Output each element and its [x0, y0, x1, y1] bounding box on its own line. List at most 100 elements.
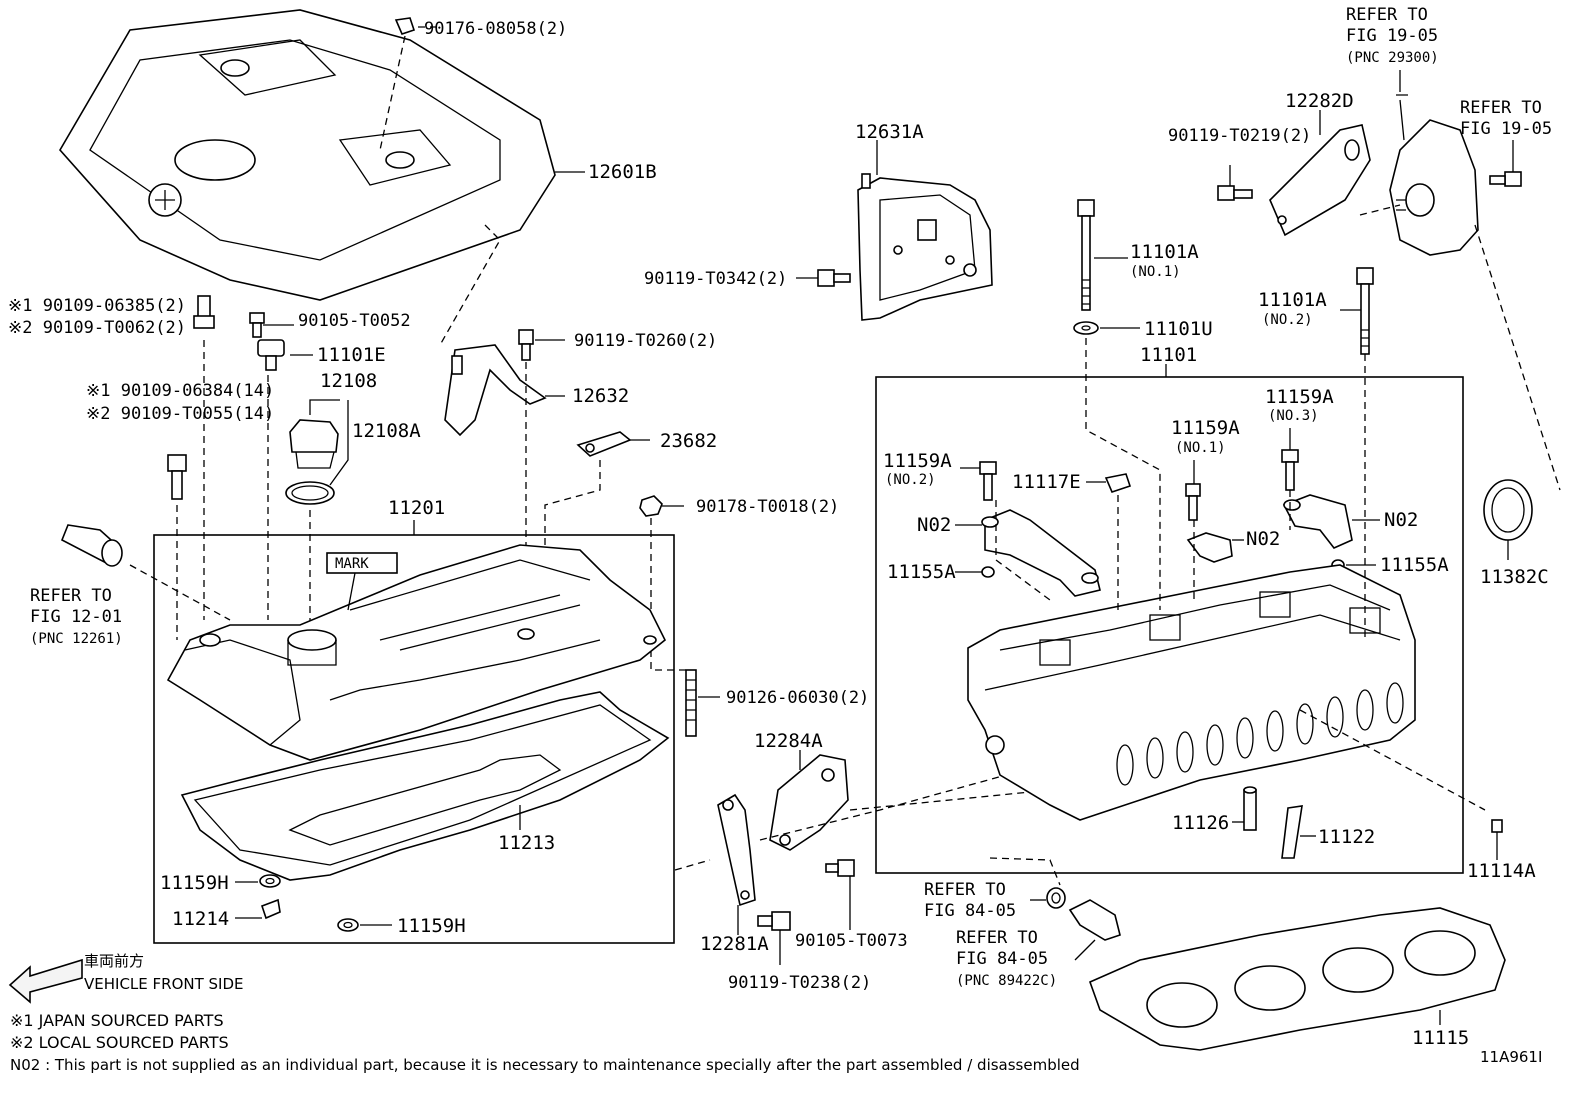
bolt-90119-t0260[interactable]	[518, 329, 534, 361]
label-90105-t0052: 90105-T0052	[298, 311, 411, 331]
label-11159a-no2-note: (NO.2)	[885, 472, 936, 488]
label-12281a: 12281A	[700, 933, 769, 955]
gasket-ring-84-05[interactable]	[1046, 887, 1066, 909]
mark-label-box	[326, 552, 398, 574]
label-11159h-b: 11159H	[397, 915, 466, 937]
head-bolt-11101a-no1[interactable]	[1077, 199, 1095, 311]
label-12284a: 12284A	[754, 730, 823, 752]
refer-to-4: REFER TO	[924, 880, 1006, 900]
label-11101e: 11101E	[317, 344, 386, 366]
label-n02-c: N02	[1384, 509, 1418, 531]
refer-pnc-29300: (PNC 29300)	[1346, 50, 1439, 66]
bolt-90109-06385[interactable]	[193, 295, 215, 329]
bracket-12282d[interactable]	[1269, 124, 1371, 237]
label-11101a-no1-note: (NO.1)	[1130, 264, 1181, 280]
label-90176-08058: 90176-08058(2)	[424, 19, 567, 39]
bracket-12631a[interactable]	[857, 173, 993, 321]
label-12282d: 12282D	[1285, 90, 1354, 112]
label-11214: 11214	[172, 908, 229, 930]
grommet-11214[interactable]	[260, 898, 281, 920]
bracket-12281a[interactable]	[717, 793, 756, 907]
label-11159a-no3-note: (NO.3)	[1268, 408, 1319, 424]
head-gasket-11115[interactable]	[1088, 907, 1506, 1051]
bolt-90119-t0219[interactable]	[1217, 185, 1253, 201]
legend-note-n02: N02 : This part is not supplied as an in…	[10, 1056, 1080, 1074]
sensor-89422c[interactable]	[1068, 899, 1121, 941]
refer-fig-84-05-a: FIG 84-05	[924, 901, 1016, 921]
label-90109-t0062: ※2 90109-T0062(2)	[8, 318, 186, 338]
label-n02-a: N02	[917, 514, 951, 536]
label-90119-t0219: 90119-T0219(2)	[1168, 126, 1311, 146]
label-90119-t0238: 90119-T0238(2)	[728, 973, 871, 993]
oil-seal-11382c[interactable]	[1483, 479, 1533, 541]
label-90109-06385: ※1 90109-06385(2)	[8, 296, 186, 316]
figure-id: 11A961I	[1480, 1048, 1542, 1066]
pipe-11126[interactable]	[1243, 786, 1257, 831]
label-11101a-no1: 11101A	[1130, 241, 1199, 263]
sensor-11101e[interactable]	[257, 339, 285, 371]
plate-23682[interactable]	[576, 431, 632, 457]
label-11213: 11213	[498, 832, 555, 854]
label-12601b: 12601B	[588, 161, 657, 183]
label-90119-t0342: 90119-T0342(2)	[644, 269, 787, 289]
label-11159a-no2: 11159A	[883, 450, 952, 472]
legend-note-japan: ※1 JAPAN SOURCED PARTS	[10, 1011, 224, 1030]
refer-fig-19-05-b: FIG 19-05	[1460, 119, 1552, 139]
refer-fig-84-05-b: FIG 84-05	[956, 949, 1048, 969]
cam-cap-n02-a[interactable]	[981, 509, 1101, 597]
cam-cap-n02-b[interactable]	[1186, 532, 1233, 563]
refer-to-5: REFER TO	[956, 928, 1038, 948]
bolt-11159a-no1[interactable]	[1185, 483, 1201, 521]
bolt-90105-t0073[interactable]	[825, 859, 855, 877]
legend-note-local: ※2 LOCAL SOURCED PARTS	[10, 1033, 229, 1052]
cylinder-head-cover-11201[interactable]	[166, 544, 667, 761]
cam-cap-n02-c[interactable]	[1282, 494, 1353, 549]
bracket-12632[interactable]	[444, 344, 547, 437]
label-11159h-a: 11159H	[160, 872, 229, 894]
bolt-11159a-no2[interactable]	[979, 461, 997, 501]
bolt-11159a-no3[interactable]	[1281, 449, 1299, 491]
bolt-90119-t0342[interactable]	[817, 269, 851, 287]
pin-11114a[interactable]	[1491, 819, 1503, 833]
dowel-11155a-a[interactable]	[981, 566, 995, 578]
label-11101u: 11101U	[1144, 318, 1213, 340]
grommet-11159h-b[interactable]	[337, 918, 359, 932]
refer-to-2: REFER TO	[1346, 5, 1428, 25]
label-12108a: 12108A	[352, 420, 421, 442]
bolt-90105-t0052[interactable]	[249, 312, 265, 338]
gasket-11213[interactable]	[180, 691, 670, 881]
grommet-11159h-a[interactable]	[259, 874, 281, 888]
label-11159a-no1: 11159A	[1171, 417, 1240, 439]
head-bolt-11101a-no2[interactable]	[1356, 267, 1374, 355]
vacuum-pump-29300[interactable]	[1389, 94, 1479, 256]
engine-cover-12601b[interactable]	[59, 9, 556, 301]
label-11101a-no2-note: (NO.2)	[1262, 312, 1313, 328]
nut-90178[interactable]	[639, 495, 663, 517]
label-90119-t0260: 90119-T0260(2)	[574, 331, 717, 351]
label-11126: 11126	[1172, 812, 1229, 834]
refer-fig-19-05-a: FIG 19-05	[1346, 26, 1438, 46]
label-12108: 12108	[320, 370, 377, 392]
pipe-11122[interactable]	[1281, 805, 1303, 859]
oil-filler-cap-12108[interactable]	[289, 419, 339, 469]
label-90178-t0018: 90178-T0018(2)	[696, 497, 839, 517]
bolt-90119-t0238[interactable]	[757, 911, 791, 931]
label-11155a-a: 11155A	[887, 561, 956, 583]
washer-11101u[interactable]	[1073, 321, 1099, 335]
refer-fig-12-01: FIG 12-01	[30, 607, 122, 627]
pipe-12261[interactable]	[60, 524, 123, 567]
cylinder-head-11101[interactable]	[967, 564, 1416, 821]
gasket-12108a[interactable]	[285, 481, 335, 505]
bolt-90109-06384[interactable]	[167, 454, 187, 500]
label-mark: MARK	[335, 556, 369, 572]
plug-11117e[interactable]	[1104, 473, 1132, 493]
label-90105-t0073: 90105-T0073	[795, 931, 908, 951]
bolt-vacuum-pump[interactable]	[1489, 171, 1522, 187]
label-11122: 11122	[1318, 826, 1375, 848]
bracket-12284a[interactable]	[769, 754, 849, 851]
label-11117e: 11117E	[1012, 471, 1081, 493]
stud-90126[interactable]	[685, 669, 697, 737]
clip-90176[interactable]	[394, 17, 416, 35]
label-11114a: 11114A	[1467, 860, 1536, 882]
